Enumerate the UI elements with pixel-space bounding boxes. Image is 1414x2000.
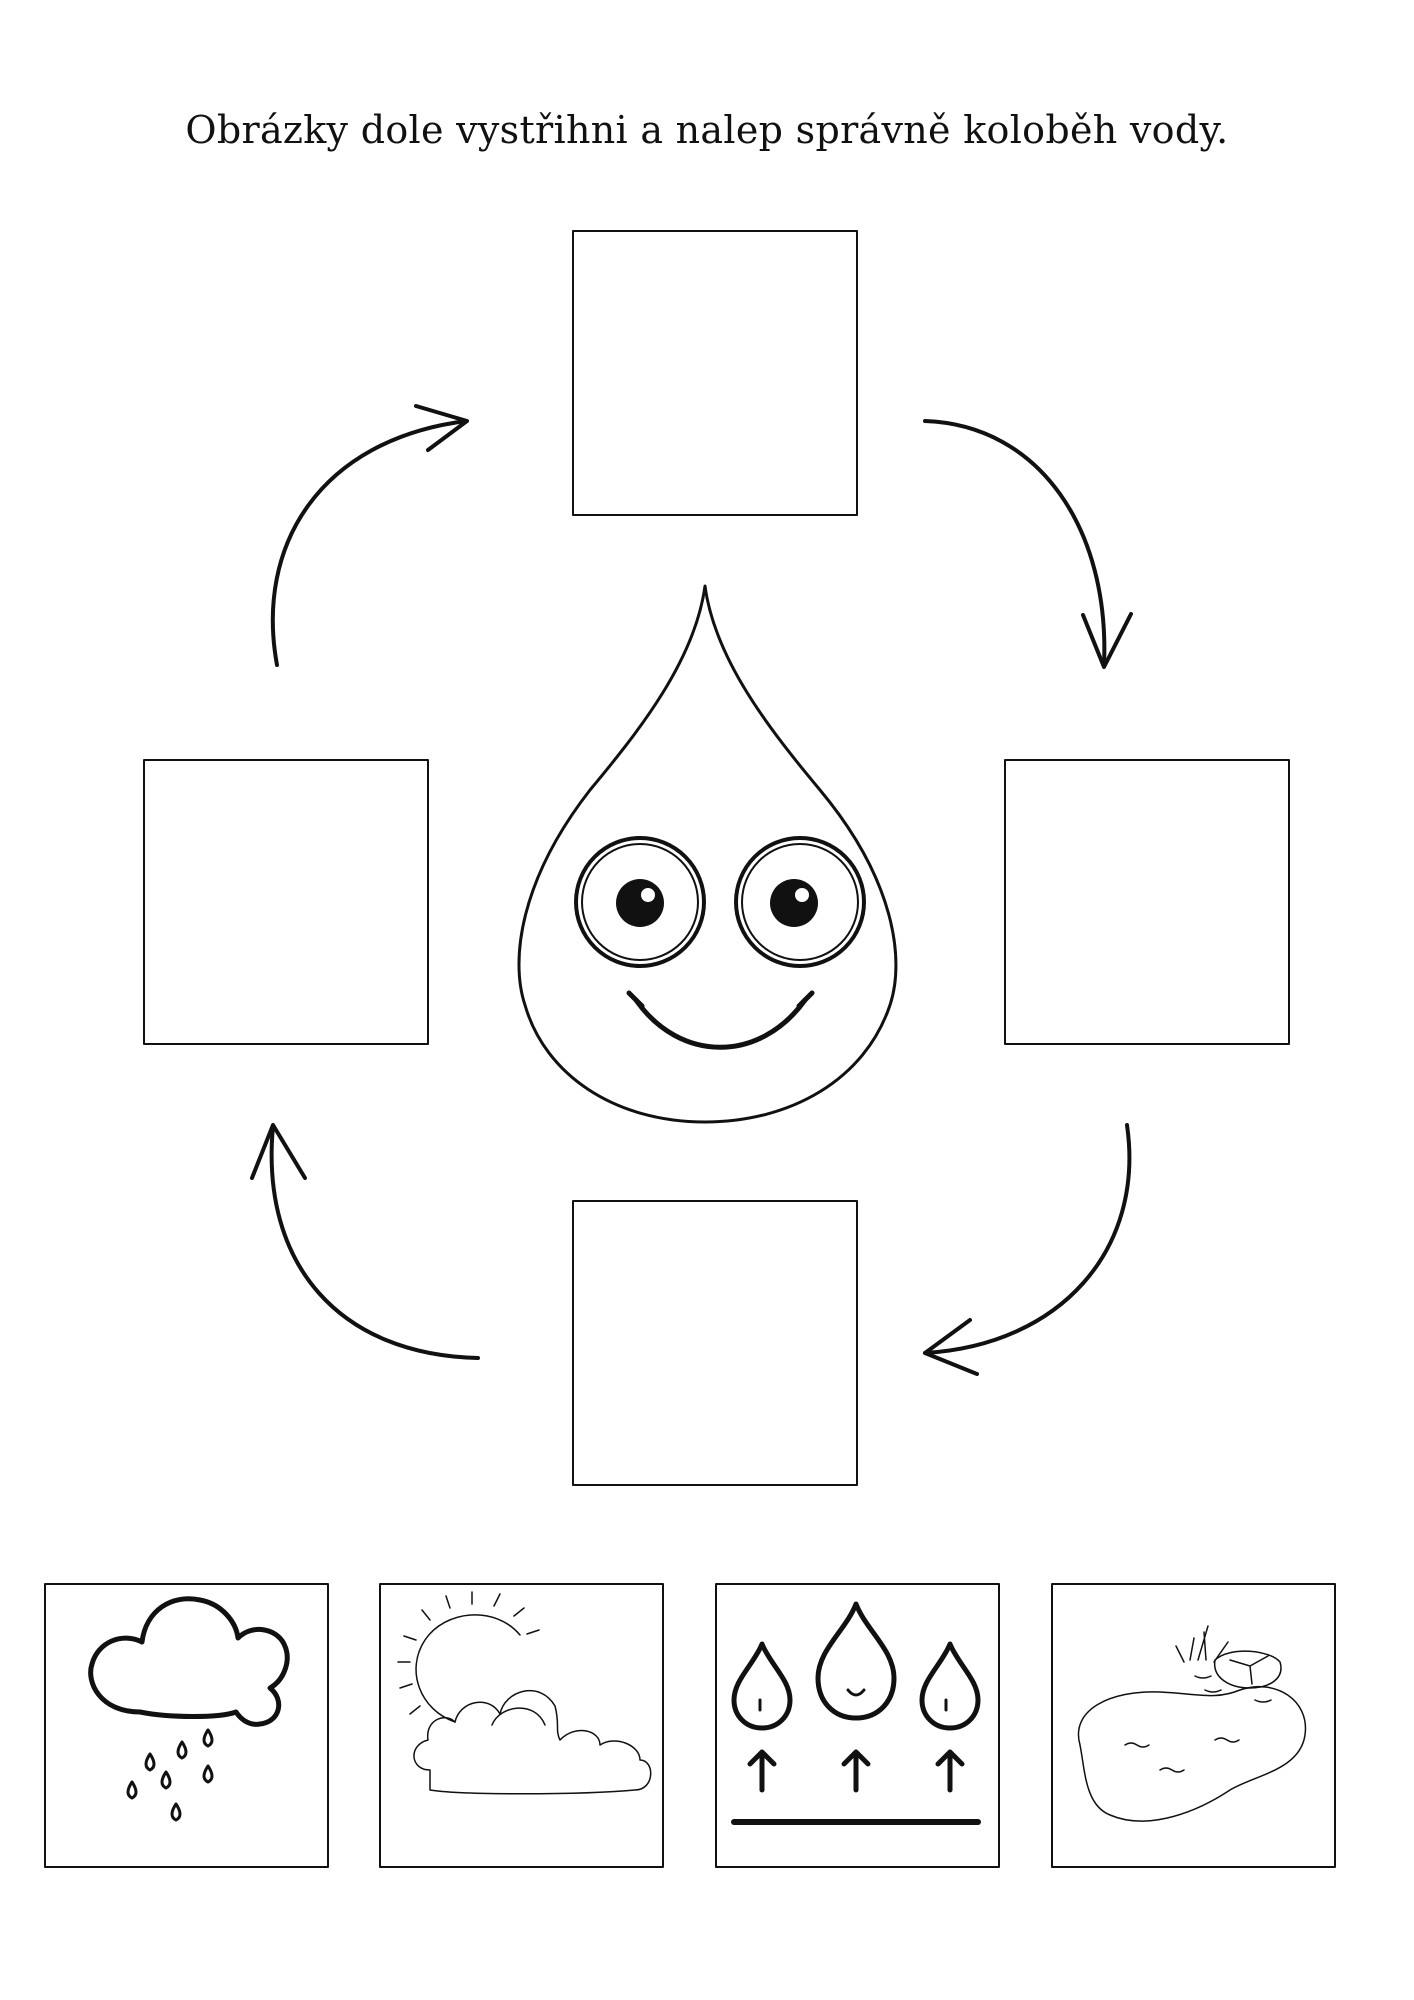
paste-slot-right: [1004, 759, 1290, 1045]
smiling-water-drop-icon: [517, 584, 898, 1124]
arrow-right-to-bottom-icon: [923, 1123, 1132, 1376]
cutout-card-rain: [44, 1583, 329, 1868]
evaporation-icon: [731, 1601, 981, 1825]
arrow-bottom-to-left-icon: [250, 1123, 480, 1360]
rain-cloud-icon: [88, 1596, 290, 1822]
cutout-card-pond: [1051, 1583, 1336, 1868]
paste-slot-left: [143, 759, 429, 1045]
paste-slot-bottom: [572, 1200, 858, 1486]
instruction-text: Obrázky dole vystřihni a nalep správně k…: [185, 108, 1229, 152]
paste-slot-top: [572, 230, 858, 516]
arrow-left-to-top-icon: [270, 404, 469, 667]
cutout-card-evaporation: [715, 1583, 1000, 1868]
arrow-top-to-right-icon: [923, 419, 1133, 669]
pond-icon: [1077, 1625, 1307, 1822]
sun-cloud-icon: [397, 1591, 652, 1795]
cutout-card-sun-cloud: [379, 1583, 664, 1868]
